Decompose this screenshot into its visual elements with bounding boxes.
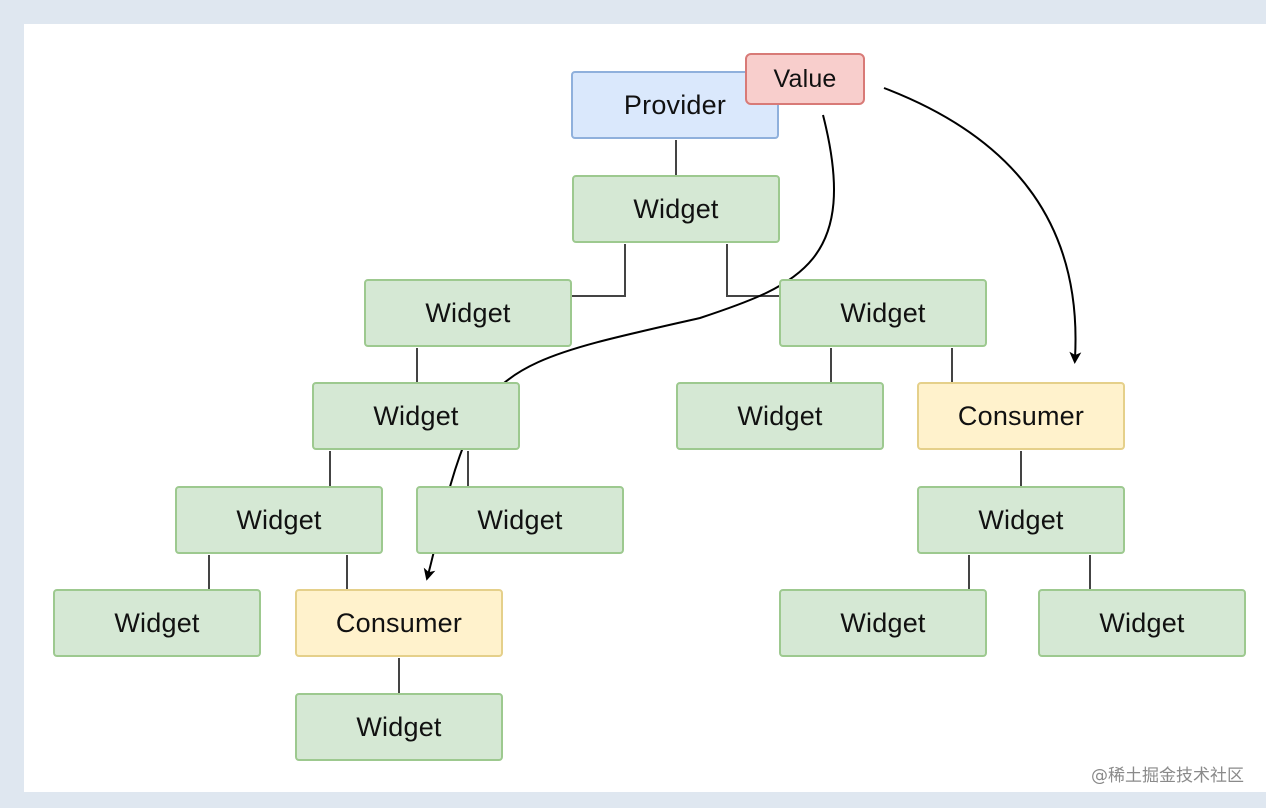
value-node: Value bbox=[745, 53, 865, 105]
widget-node-left-grandchild-a: Widget bbox=[175, 486, 383, 554]
value-arrow-right bbox=[883, 87, 1082, 364]
widget-node-root: Widget bbox=[572, 175, 780, 243]
widget-node-left-grandchild-b: Widget bbox=[416, 486, 624, 554]
widget-label: Widget bbox=[373, 400, 459, 431]
provider-node: Provider bbox=[571, 71, 779, 139]
widget-label: Widget bbox=[737, 400, 823, 431]
consumer-label: Consumer bbox=[335, 607, 463, 638]
value-label: Value bbox=[773, 64, 837, 93]
consumer-node-left: Consumer bbox=[295, 589, 503, 657]
widget-label: Widget bbox=[840, 607, 926, 638]
widget-label: Widget bbox=[356, 711, 442, 742]
widget-label: Widget bbox=[477, 504, 563, 535]
widget-node-leaf-left: Widget bbox=[53, 589, 261, 657]
consumer-node-right: Consumer bbox=[917, 382, 1125, 450]
widget-node-left: Widget bbox=[364, 279, 572, 347]
widget-label: Widget bbox=[425, 297, 511, 328]
provider-label: Provider bbox=[623, 89, 727, 120]
widget-label: Widget bbox=[1099, 607, 1185, 638]
edge-root-right bbox=[726, 244, 780, 297]
consumer-label: Consumer bbox=[957, 400, 1085, 431]
edge-root-left bbox=[572, 244, 626, 297]
widget-node-right: Widget bbox=[779, 279, 987, 347]
widget-node-consumer-child: Widget bbox=[917, 486, 1125, 554]
widget-label: Widget bbox=[114, 607, 200, 638]
widget-node-leaf-right-b: Widget bbox=[1038, 589, 1246, 657]
widget-label: Widget bbox=[633, 193, 719, 224]
widget-node-consumer-left-child: Widget bbox=[295, 693, 503, 761]
watermark: @稀土掘金技术社区 bbox=[1091, 766, 1244, 786]
widget-node-right-child: Widget bbox=[676, 382, 884, 450]
widget-node-leaf-right-a: Widget bbox=[779, 589, 987, 657]
widget-node-left-child: Widget bbox=[312, 382, 520, 450]
widget-label: Widget bbox=[236, 504, 322, 535]
widget-label: Widget bbox=[978, 504, 1064, 535]
widget-label: Widget bbox=[840, 297, 926, 328]
